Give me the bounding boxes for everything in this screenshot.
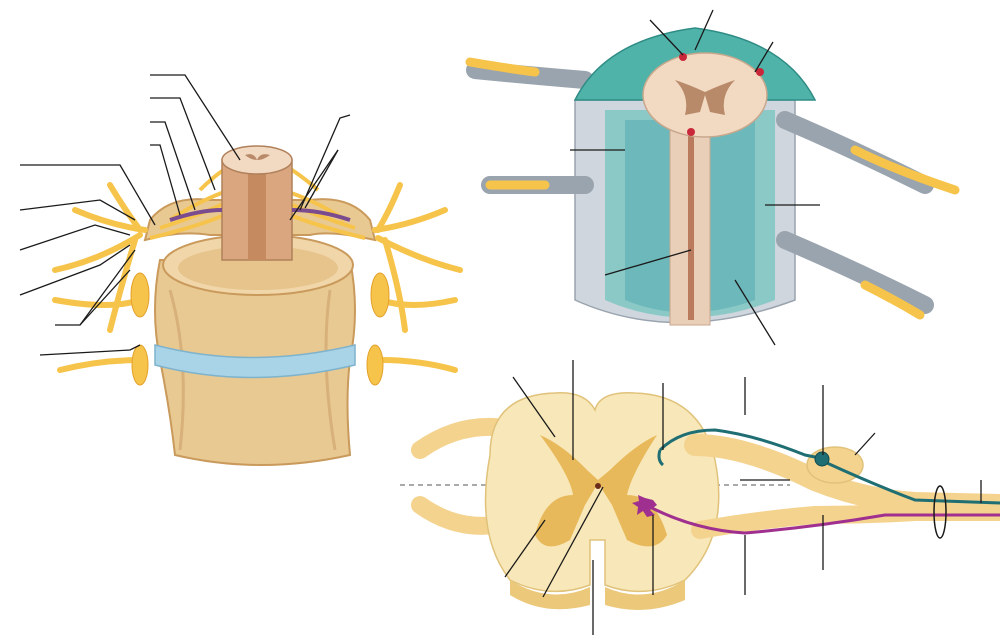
dorsal-root-ganglion-right <box>371 273 389 317</box>
dorsal-root-ganglion-left <box>131 273 149 317</box>
cross-section-illustration <box>395 355 1000 643</box>
central-canal <box>595 483 601 489</box>
cross-section-panel <box>395 355 1000 643</box>
meninges-illustration <box>455 0 1000 355</box>
white-matter <box>486 393 719 592</box>
meninges-panel <box>455 0 1000 355</box>
sensory-neuron-cell-body <box>815 452 829 466</box>
